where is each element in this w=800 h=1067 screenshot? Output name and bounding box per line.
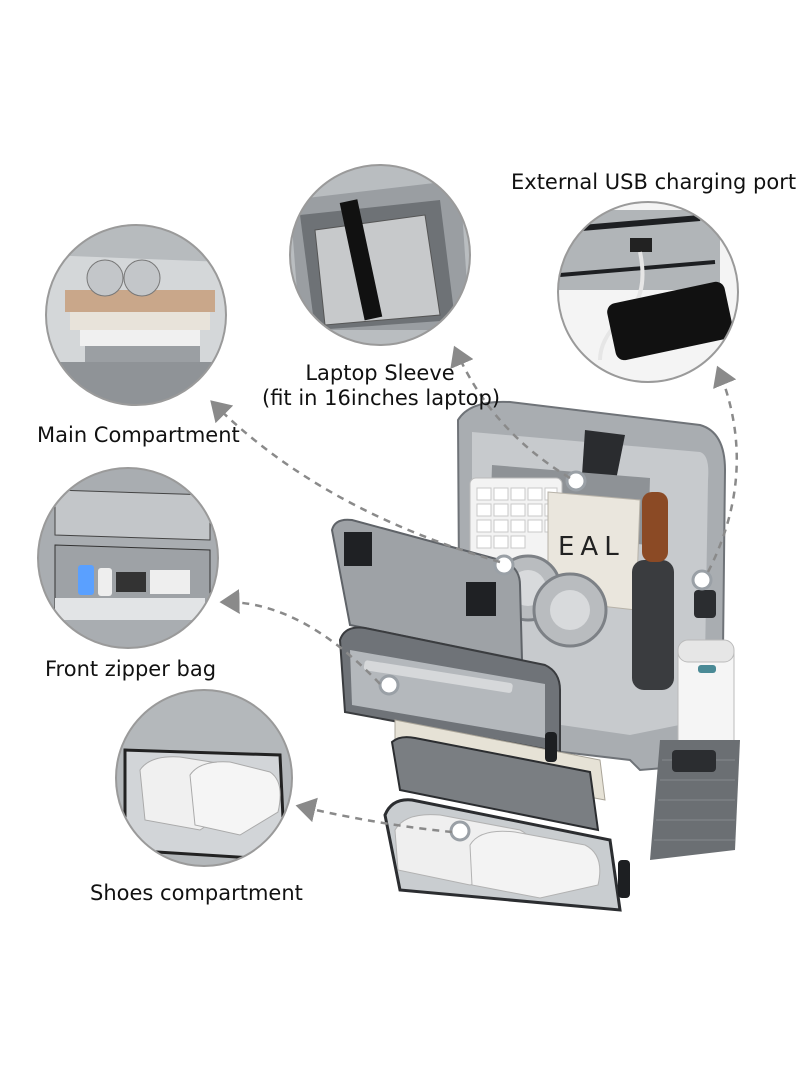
shoes-compartment-arrow [295,797,453,834]
main-compartment-label: Main Compartment [37,423,240,447]
front-zipper-arrow [219,589,381,685]
usb-port-arrow [706,365,738,573]
laptop-sleeve-detail [289,164,471,346]
main-compartment-arrow [210,400,501,564]
main-compartment-detail [45,224,227,406]
shoes-compartment-label: Shoes compartment [90,881,303,905]
usb-port-detail [557,201,739,383]
book-cover-text: EAL [558,532,625,562]
laptop-sleeve-title: Laptop Sleeve [305,361,455,385]
front-zipper-bag-label: Front zipper bag [45,657,217,681]
laptop-sleeve-subtitle: (fit in 16inches laptop) [262,386,501,411]
front-zipper-bag-detail [37,467,219,649]
usb-port-label: External USB charging port [511,170,797,194]
backpack-main: EAL [330,400,740,912]
shoes-compartment-detail [115,689,293,867]
laptop-sleeve-label: Laptop Sleeve (fit in 16inches laptop) [262,361,501,411]
callout-arrows [210,345,738,834]
